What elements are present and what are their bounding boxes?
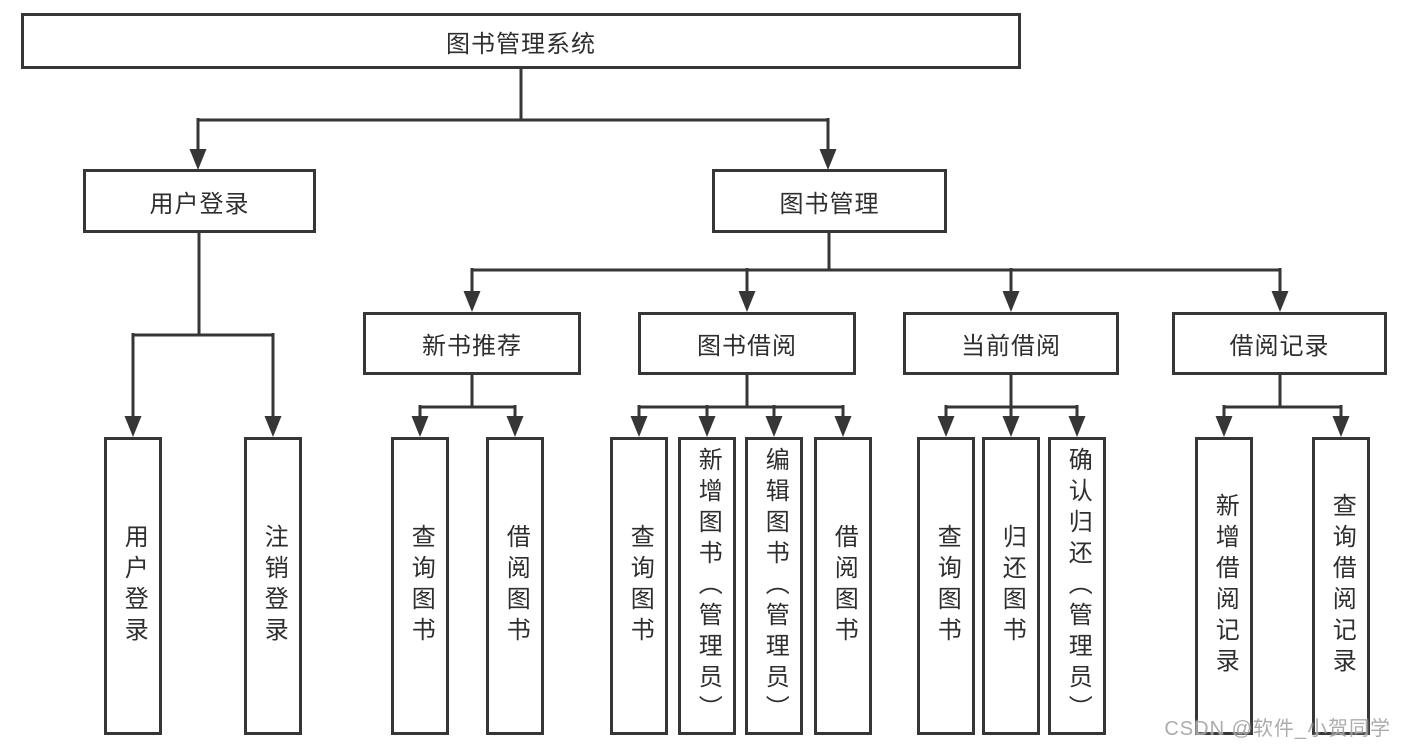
connector-user-login (124, 233, 282, 437)
node-leaf-query-books-2: 查询图书 (610, 437, 668, 735)
connector-book-management (463, 233, 1289, 312)
node-borrowing-records: 借阅记录 (1172, 312, 1387, 375)
node-current-borrowing: 当前借阅 (903, 312, 1119, 375)
node-new-book-recommend: 新书推荐 (363, 312, 581, 375)
node-new-book-recommend-label: 新书推荐 (422, 333, 522, 360)
node-leaf-user-login-label: 用户登录 (120, 524, 148, 648)
node-book-borrowing-label: 图书借阅 (697, 333, 797, 360)
node-leaf-borrow-books-2-label: 借阅图书 (830, 524, 858, 648)
node-leaf-borrow-books-2: 借阅图书 (814, 437, 872, 735)
node-leaf-query-borrow-record: 查询借阅记录 (1312, 437, 1370, 735)
connector-book-borrowing-arrowheads (630, 416, 852, 437)
node-leaf-add-books-admin: 新增图书（管理员） (678, 437, 736, 735)
node-leaf-logout-label: 注销登录 (260, 524, 288, 648)
node-root: 图书管理系统 (21, 13, 1021, 69)
node-leaf-edit-books-admin: 编辑图书（管理员） (745, 437, 803, 735)
connector-root-lines (196, 69, 830, 151)
node-leaf-borrow-books-1: 借阅图书 (486, 437, 544, 735)
connector-current-borrowing (937, 375, 1086, 437)
watermark: CSDN @软件_小贺同学 (1164, 718, 1391, 740)
connector-book-borrowing-lines (637, 375, 845, 417)
node-book-borrowing: 图书借阅 (638, 312, 856, 375)
node-current-borrowing-label: 当前借阅 (961, 333, 1061, 360)
node-leaf-query-books-2-label: 查询图书 (626, 524, 654, 648)
node-leaf-query-books-3-label: 查询图书 (933, 524, 961, 648)
connector-new-book-recommend-arrowheads (411, 416, 524, 437)
node-borrowing-records-label: 借阅记录 (1229, 333, 1330, 360)
node-user-login: 用户登录 (83, 169, 316, 233)
node-leaf-add-borrow-record-label: 新增借阅记录 (1211, 493, 1239, 679)
node-user-login-label: 用户登录 (149, 190, 250, 218)
connector-user-login-lines (131, 233, 275, 417)
connector-borrowing-records (1215, 375, 1350, 437)
connector-current-borrowing-lines (944, 375, 1079, 417)
node-root-label: 图书管理系统 (446, 30, 596, 58)
node-leaf-query-borrow-record-label: 查询借阅记录 (1328, 493, 1356, 679)
connector-user-login-arrowheads (124, 416, 282, 437)
node-leaf-edit-books-admin-label: 编辑图书（管理员） (761, 446, 789, 726)
connector-book-management-lines (470, 233, 1282, 292)
node-leaf-query-books-3: 查询图书 (917, 437, 975, 735)
connector-book-borrowing (630, 375, 852, 437)
node-leaf-confirm-return-admin: 确认归还（管理员） (1048, 437, 1106, 735)
connector-book-management-arrowheads (463, 291, 1289, 312)
connector-current-borrowing-arrowheads (937, 416, 1086, 437)
node-leaf-confirm-return-admin-label: 确认归还（管理员） (1064, 446, 1092, 726)
node-book-management: 图书管理 (712, 169, 947, 233)
connector-new-book-recommend-lines (418, 375, 517, 417)
connector-new-book-recommend (411, 375, 524, 437)
connector-borrowing-records-arrowheads (1215, 416, 1350, 437)
connector-root (189, 69, 837, 170)
node-leaf-add-books-admin-label: 新增图书（管理员） (694, 446, 722, 726)
node-leaf-query-books-1-label: 查询图书 (407, 524, 435, 648)
node-leaf-add-borrow-record: 新增借阅记录 (1195, 437, 1253, 735)
node-leaf-logout: 注销登录 (244, 437, 302, 735)
connector-root-arrowheads (189, 149, 837, 170)
node-leaf-borrow-books-1-label: 借阅图书 (502, 524, 530, 648)
node-leaf-query-books-1: 查询图书 (391, 437, 449, 735)
node-book-management-label: 图书管理 (779, 190, 880, 218)
node-leaf-user-login: 用户登录 (104, 437, 162, 735)
node-leaf-return-books-label: 归还图书 (998, 524, 1026, 648)
node-leaf-return-books: 归还图书 (982, 437, 1040, 735)
connector-borrowing-records-lines (1222, 375, 1343, 417)
